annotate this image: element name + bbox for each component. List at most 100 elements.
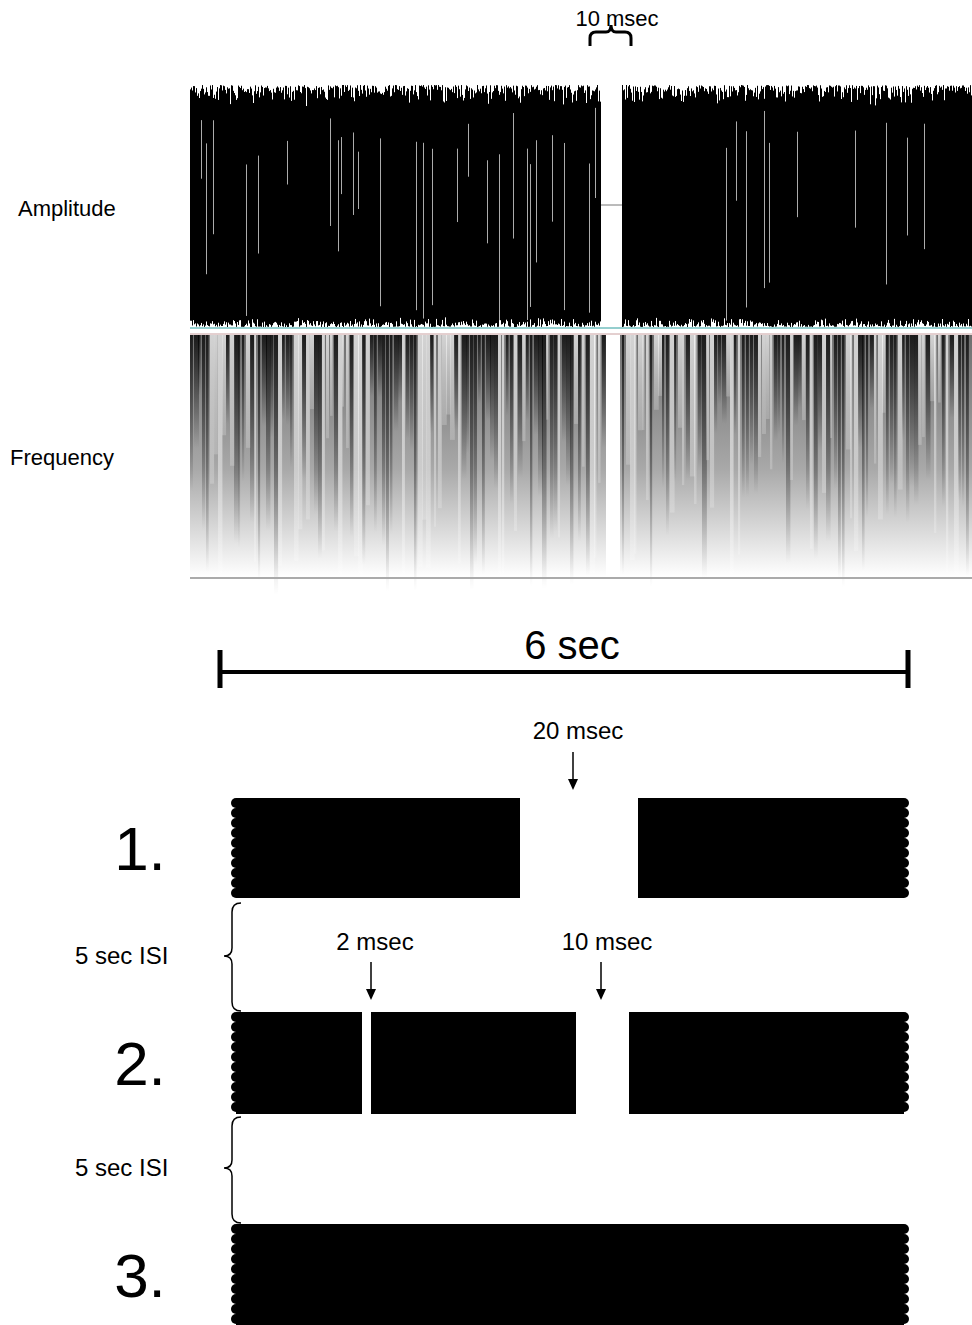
- waveform-spike: [414, 320, 415, 328]
- waveform-block: [190, 85, 601, 327]
- waveform-spike: [866, 84, 867, 88]
- waveform-spike: [552, 84, 553, 90]
- waveform-spike: [691, 319, 692, 328]
- arrow-shaft: [370, 962, 372, 992]
- waveform-spike: [547, 84, 548, 91]
- waveform-spike: [872, 324, 873, 328]
- waveform-spike: [888, 320, 889, 328]
- waveform-spike: [783, 84, 784, 94]
- waveform-trace: [513, 113, 514, 239]
- waveform-spike: [664, 84, 665, 92]
- waveform-spike: [536, 84, 537, 87]
- scallop: [899, 1224, 909, 1234]
- waveform-spike: [194, 324, 195, 328]
- spectral-streak: [566, 335, 571, 486]
- waveform-spike: [624, 324, 625, 328]
- waveform-spike: [845, 84, 846, 89]
- waveform-spike: [797, 322, 798, 328]
- waveform-spike: [278, 84, 279, 88]
- waveform-spike: [637, 84, 638, 87]
- spectral-streak: [458, 335, 461, 563]
- waveform-spike: [210, 323, 211, 328]
- scallop: [899, 1082, 909, 1092]
- waveform-spike: [816, 324, 817, 328]
- waveform-spike: [954, 84, 955, 88]
- waveform-spike: [323, 84, 324, 89]
- spectral-streak: [674, 335, 676, 482]
- waveform-spike: [725, 84, 726, 92]
- waveform-spike: [295, 84, 296, 87]
- waveform-spike: [492, 84, 493, 92]
- waveform-trace: [499, 154, 500, 322]
- waveform-spike: [655, 84, 656, 86]
- waveform-spike: [507, 321, 508, 328]
- waveform-spike: [289, 84, 290, 98]
- scale-label: 6 sec: [524, 625, 620, 665]
- waveform-spike: [646, 84, 647, 92]
- waveform-spike: [716, 84, 717, 94]
- waveform-spike: [463, 321, 464, 328]
- waveform-spike: [647, 84, 648, 92]
- spectral-streak: [214, 335, 218, 454]
- waveform-spike: [256, 84, 257, 94]
- waveform-spike: [395, 84, 396, 85]
- waveform-spike: [738, 84, 739, 92]
- scallop: [231, 838, 241, 848]
- waveform-spike: [251, 84, 252, 89]
- waveform-spike: [697, 84, 698, 87]
- scallop: [899, 1032, 909, 1042]
- waveform-spike: [834, 84, 835, 97]
- waveform-spike: [501, 84, 502, 86]
- waveform-spike: [581, 84, 582, 85]
- waveform-spike: [354, 84, 355, 101]
- spectral-streak: [410, 335, 413, 450]
- waveform-spike: [430, 84, 431, 100]
- waveform-spike: [770, 84, 771, 90]
- waveform-spike: [803, 84, 804, 89]
- scallop: [231, 818, 241, 828]
- waveform-spike: [346, 325, 347, 328]
- waveform-spike: [772, 84, 773, 87]
- waveform-spike: [739, 84, 740, 86]
- waveform-trace: [246, 164, 247, 315]
- waveform-spike: [579, 84, 580, 87]
- waveform-spike: [797, 84, 798, 90]
- waveform-spike: [627, 84, 628, 98]
- waveform-spike: [400, 318, 401, 328]
- waveform-spike: [700, 84, 701, 89]
- waveform-spike: [852, 321, 853, 328]
- waveform-spike: [694, 84, 695, 93]
- waveform-spike: [589, 84, 590, 86]
- spectral-streak: [950, 335, 954, 418]
- waveform-spike: [741, 323, 742, 328]
- waveform-spike: [197, 323, 198, 328]
- waveform-spike: [411, 324, 412, 328]
- waveform-spike: [429, 84, 430, 90]
- waveform-spike: [869, 84, 870, 87]
- waveform-spike: [406, 321, 407, 328]
- scallop: [231, 1052, 241, 1062]
- waveform-spike: [426, 84, 427, 87]
- waveform-spike: [800, 84, 801, 93]
- waveform-spike: [589, 322, 590, 328]
- waveform-spike: [459, 84, 460, 89]
- waveform-spike: [831, 84, 832, 87]
- waveform-spike: [387, 84, 388, 91]
- waveform-spike: [662, 84, 663, 99]
- noise-segment: [236, 1012, 362, 1114]
- spectral-streak: [374, 335, 377, 533]
- waveform-spike: [825, 84, 826, 92]
- waveform-spike: [750, 84, 751, 89]
- waveform-spike: [888, 84, 889, 98]
- spectral-streak: [782, 335, 784, 463]
- spectral-streak: [826, 335, 831, 542]
- waveform-spike: [745, 84, 746, 101]
- waveform-spike: [882, 84, 883, 86]
- waveform-spike: [515, 84, 516, 95]
- waveform-spike: [946, 84, 947, 88]
- waveform-spike: [642, 84, 643, 101]
- waveform-spike: [229, 84, 230, 88]
- waveform-spike: [348, 84, 349, 91]
- waveform-spike: [902, 84, 903, 86]
- waveform-spike: [225, 325, 226, 328]
